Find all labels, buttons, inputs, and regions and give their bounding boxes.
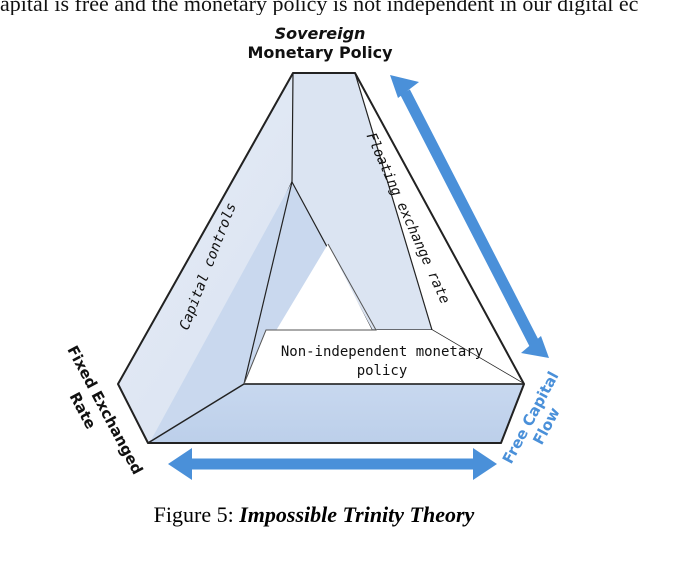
inner-triangle-hole <box>244 244 372 384</box>
top-vertex-label-line1: Sovereign <box>275 24 366 43</box>
horizontal-double-arrow <box>168 448 497 480</box>
outer-outline <box>117 72 525 444</box>
top-vertex-label-line2: Monetary Policy <box>247 43 393 62</box>
inner-right-edge <box>243 243 377 385</box>
center-text-line2: policy <box>357 363 408 379</box>
figure-caption: Figure 5: Impossible Trinity Theory <box>0 502 628 528</box>
caption-title: Impossible Trinity Theory <box>239 502 475 527</box>
diagonal-double-arrow <box>390 75 549 358</box>
top-text-fragment: apital is free and the monetary policy i… <box>0 0 639 15</box>
center-text-line1: Non-independent monetary <box>281 344 483 360</box>
inner-left-band <box>150 182 334 442</box>
caption-prefix: Figure 5: <box>153 502 240 527</box>
